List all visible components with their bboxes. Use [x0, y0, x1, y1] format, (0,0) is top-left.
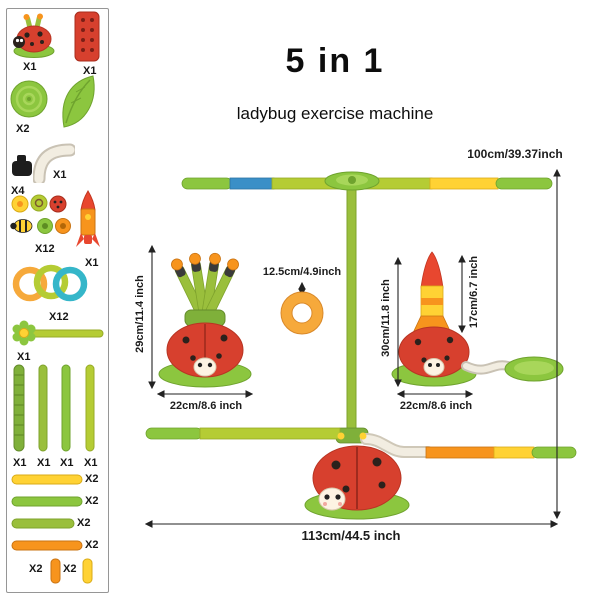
- part-qty: X1: [85, 257, 99, 269]
- stomp-pad: [504, 356, 564, 382]
- total-height-label: 100cm/39.37inch: [467, 147, 563, 161]
- green-pole-icon: [38, 364, 48, 452]
- connector-icon: [12, 155, 32, 176]
- dart-launcher-illustration: [158, 252, 252, 388]
- part-qty: X1: [23, 61, 37, 73]
- parts-panel: X1 X1 X2 X1 X4: [6, 8, 109, 593]
- textured-pole-icon: [13, 364, 25, 452]
- orange-short-stick-icon: [50, 558, 61, 584]
- part-qty: X2: [85, 473, 99, 485]
- part-qty: X1: [84, 457, 98, 469]
- rocket-illustration: [412, 251, 452, 334]
- leaf-icon: [62, 75, 95, 128]
- part-qty: X1: [60, 457, 74, 469]
- flower-stick-icon: [12, 320, 104, 346]
- bottom-right-arm: [360, 433, 577, 459]
- center-pole: [346, 183, 357, 437]
- page-title: 5 in 1: [285, 42, 385, 80]
- hub-joint: [337, 432, 345, 440]
- flower-top: [324, 171, 380, 191]
- rocket-launcher-height-label: 30cm/11.8 inch: [380, 279, 392, 357]
- bottom-left-arm: [145, 427, 341, 440]
- part-qty: X12: [49, 311, 69, 323]
- yellow-tube-icon: [11, 474, 83, 485]
- dart-launcher-height-label: 29cm/11.4 inch: [134, 275, 146, 353]
- rocket-launcher-width-label: 22cm/8.6 inch: [399, 400, 473, 412]
- green-pole-icon: [85, 364, 95, 452]
- toss-ring-illustration: [280, 281, 324, 335]
- part-qty: X1: [13, 457, 27, 469]
- dart: [205, 258, 239, 316]
- green-tube-icon: [11, 518, 75, 529]
- ring-size-label: 12.5cm/4.9inch: [262, 266, 342, 278]
- green-pole-icon: [61, 364, 71, 452]
- spinner-toy-illustration: [145, 171, 577, 520]
- rocket-height-label: 17cm/6.7 inch: [468, 255, 480, 329]
- part-qty: X1: [37, 457, 51, 469]
- part-qty: X2: [85, 495, 99, 507]
- dart: [171, 258, 205, 316]
- part-qty: X2: [77, 517, 91, 529]
- elbow-tube-icon: [33, 143, 75, 183]
- part-qty: X2: [16, 123, 30, 135]
- garden-tokens-icon: [10, 194, 71, 234]
- page-subtitle: ladybug exercise machine: [236, 104, 434, 123]
- part-qty: X2: [63, 563, 77, 575]
- rocket-icon: [76, 190, 100, 247]
- part-qty: X2: [85, 539, 99, 551]
- air-hose: [461, 360, 513, 375]
- part-qty: X2: [29, 563, 43, 575]
- part-qty: X1: [17, 351, 31, 363]
- part-qty: X1: [53, 169, 67, 181]
- part-qty: X1: [83, 65, 97, 77]
- sprinkler-disc-icon: [10, 80, 48, 118]
- dart-launcher-width-label: 22cm/8.6 inch: [169, 400, 243, 412]
- total-width-label: 113cm/44.5 inch: [301, 528, 401, 543]
- green-tube-icon: [11, 496, 83, 507]
- hub-joint: [359, 432, 367, 440]
- ladybug-launcher-icon: [13, 13, 55, 58]
- rocket-launcher-illustration: [391, 251, 564, 387]
- toss-rings-icon: [12, 264, 88, 302]
- target-board-icon: [74, 11, 100, 62]
- part-qty: X12: [35, 243, 55, 255]
- orange-tube-icon: [11, 540, 83, 551]
- part-qty: X4: [11, 185, 25, 197]
- big-ladybug-base: [304, 445, 410, 520]
- yellow-short-stick-icon: [82, 558, 93, 584]
